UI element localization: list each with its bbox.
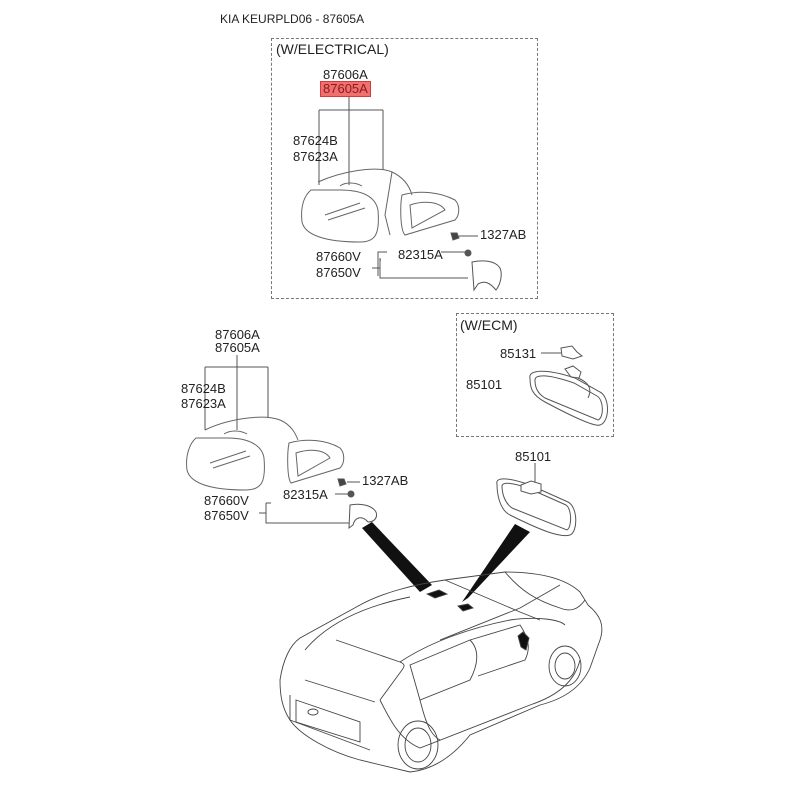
group-ecm-box — [456, 313, 614, 437]
part-label-85101-ecm[interactable]: 85101 — [466, 377, 503, 392]
diagram-title: KIA KEURPLD06 - 87605A — [220, 12, 365, 26]
leader-assy-standard — [204, 355, 269, 430]
leader-cover-standard — [259, 493, 350, 524]
part-label-87623a[interactable]: 87623A — [181, 396, 226, 411]
part-label-87624b-electrical[interactable]: 87624B — [293, 133, 338, 148]
part-label-87605a-electrical-highlighted[interactable]: 87605A — [320, 81, 371, 97]
part-label-82315a[interactable]: 82315A — [283, 487, 328, 502]
mirror-assembly-standard — [186, 416, 345, 491]
part-label-87660v[interactable]: 87660V — [204, 493, 249, 508]
cover-electrical — [471, 260, 502, 292]
part-label-87624b[interactable]: 87624B — [181, 381, 226, 396]
ecm-cover — [560, 345, 584, 360]
vehicle-outline — [279, 571, 603, 773]
part-label-87650v-electrical[interactable]: 87650V — [316, 265, 361, 280]
screw-standard — [337, 478, 347, 487]
leader-cover-electrical — [372, 251, 468, 279]
part-label-85131[interactable]: 85131 — [500, 346, 537, 361]
part-label-87623a-electrical[interactable]: 87623A — [293, 149, 338, 164]
inside-mirror — [496, 478, 577, 537]
part-label-87650v[interactable]: 87650V — [204, 508, 249, 523]
group-ecm-title: (W/ECM) — [460, 317, 518, 333]
part-label-87606a-electrical[interactable]: 87606A — [323, 67, 368, 82]
pointer-inside-mirror — [462, 524, 530, 602]
ecm-mirror — [529, 370, 608, 426]
group-electrical-title: (W/ELECTRICAL) — [276, 41, 389, 57]
part-label-87605a[interactable]: 87605A — [215, 340, 260, 355]
part-label-85101[interactable]: 85101 — [515, 449, 552, 464]
group-electrical-box — [271, 38, 538, 299]
leader-assy-electrical — [318, 97, 384, 185]
screw-electrical — [450, 232, 460, 241]
part-label-1327ab[interactable]: 1327AB — [362, 473, 409, 488]
mirror-assembly-electrical — [301, 168, 460, 243]
pointer-door-mirror — [362, 522, 432, 592]
part-label-82315a-electrical[interactable]: 82315A — [398, 247, 443, 262]
cover-standard — [348, 503, 377, 530]
clip-standard — [347, 490, 355, 498]
part-label-87660v-electrical[interactable]: 87660V — [316, 249, 361, 264]
part-label-1327ab-electrical[interactable]: 1327AB — [480, 227, 527, 242]
clip-electrical — [464, 249, 472, 257]
part-label-87606a[interactable]: 87606A — [215, 327, 260, 342]
